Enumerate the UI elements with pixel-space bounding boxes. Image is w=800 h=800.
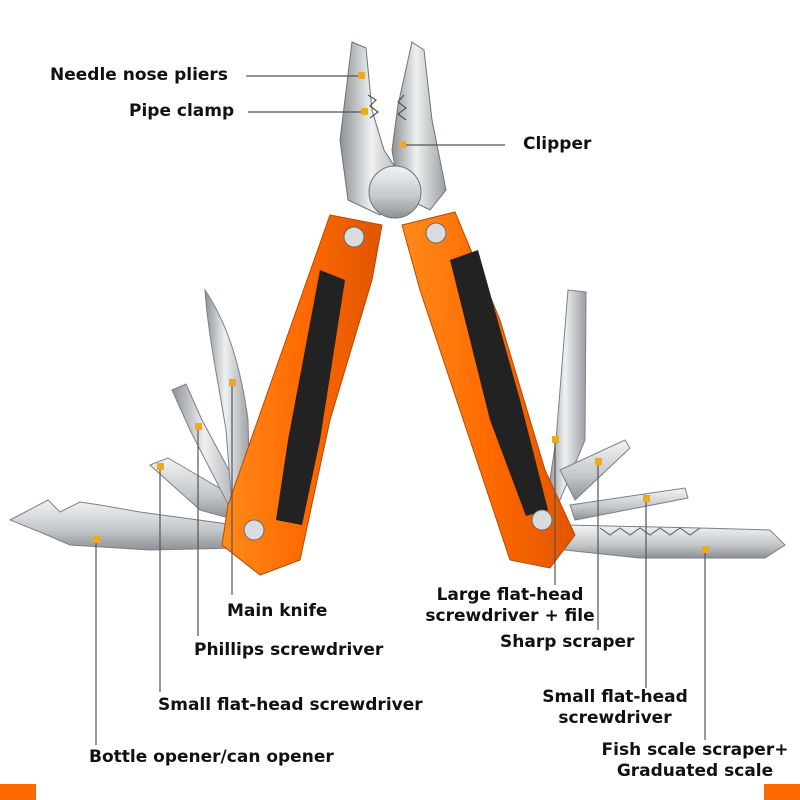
label-clipper: Clipper — [523, 134, 592, 154]
right-handle — [401, 211, 576, 569]
label-bottle-opener: Bottle opener/can opener — [89, 747, 334, 767]
label-sharp-scraper: Sharp scraper — [500, 632, 635, 652]
label-fish-scale-line2: Graduated scale — [616, 761, 774, 781]
label-large-flat-head-file: Large flat-head screwdriver + file — [420, 585, 600, 627]
right-tools — [547, 289, 786, 559]
corner-bar-right — [764, 784, 800, 800]
label-small-flat-head-right-line2: screwdriver — [558, 708, 672, 728]
label-small-flat-head-right: Small flat-head screwdriver — [530, 687, 700, 729]
label-small-flat-head-left: Small flat-head screwdriver — [158, 695, 423, 715]
small-flathead-right-tool — [569, 487, 689, 521]
label-phillips-screwdriver: Phillips screwdriver — [194, 640, 384, 660]
label-pipe-clamp: Pipe clamp — [129, 101, 235, 121]
leader-lines — [95, 75, 706, 745]
label-fish-scale-line1: Fish scale scraper+ — [601, 740, 789, 760]
sharp-scraper-tool — [559, 439, 631, 501]
left-tools — [8, 288, 251, 551]
bottle-opener-tool — [8, 499, 239, 551]
label-small-flat-head-right-line1: Small flat-head — [542, 687, 688, 707]
corner-bar-left — [0, 784, 36, 800]
label-large-flat-head-line2: screwdriver + file — [425, 606, 595, 626]
left-handle — [221, 214, 383, 576]
label-large-flat-head-line1: Large flat-head — [436, 585, 584, 605]
markers — [93, 72, 709, 553]
label-needle-nose-pliers: Needle nose pliers — [50, 65, 228, 85]
fish-scale-tool — [564, 524, 786, 559]
label-fish-scale-scraper: Fish scale scraper+ Graduated scale — [595, 740, 795, 782]
label-main-knife: Main knife — [227, 601, 328, 621]
pliers-jaws — [339, 41, 447, 219]
